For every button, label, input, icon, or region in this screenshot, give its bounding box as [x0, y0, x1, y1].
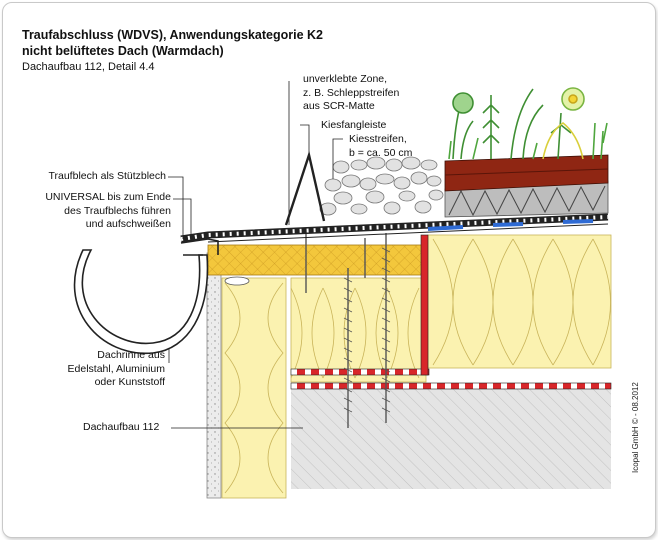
wooden-batten — [207, 244, 424, 286]
soil-substrate — [444, 154, 609, 192]
subtitle: Dachaufbau 112, Detail 4.4 — [22, 61, 155, 73]
gravel-stop-profile — [284, 150, 326, 226]
vapour-barrier — [290, 234, 612, 390]
gutter — [73, 249, 209, 355]
copyright-notice: Icopal GmbH © - 08.2012 — [631, 382, 640, 473]
roof-membrane — [180, 213, 609, 243]
label-dachrinne: Dachrinne aus Edelstahl, Aluminium oder … — [67, 349, 165, 388]
title-line-1: Traufabschluss (WDVS), Anwendungskategor… — [22, 28, 323, 42]
label-kiesfangleiste: Kiesfangleiste — [321, 119, 387, 131]
screws — [305, 231, 387, 428]
plaster-layer — [206, 252, 222, 499]
title-line-2: nicht belüftetes Dach (Warmdach) — [22, 44, 224, 58]
screw-threads — [343, 247, 391, 413]
eave-flashing — [180, 238, 219, 255]
green-roof-plants — [448, 87, 608, 160]
facade-insulation — [221, 277, 287, 499]
label-dachaufbau-112: Dachaufbau 112 — [83, 421, 160, 433]
leader-lines — [168, 81, 343, 429]
label-universal: UNIVERSAL bis zum Ende des Traufblechs f… — [45, 191, 171, 230]
main-insulation — [427, 234, 612, 369]
gravel-strip — [319, 156, 444, 216]
label-unverklebte-zone: unverklebte Zone, z. B. Schleppstreifen … — [303, 73, 400, 112]
lower-insulation — [290, 277, 427, 383]
roof-eave-detail-drawing — [73, 81, 612, 499]
label-kiesstreifen: Kiesstreifen, b = ca. 50 cm — [349, 133, 413, 159]
label-traufblech: Traufblech als Stützblech — [48, 170, 166, 182]
concrete-slab — [291, 389, 611, 489]
